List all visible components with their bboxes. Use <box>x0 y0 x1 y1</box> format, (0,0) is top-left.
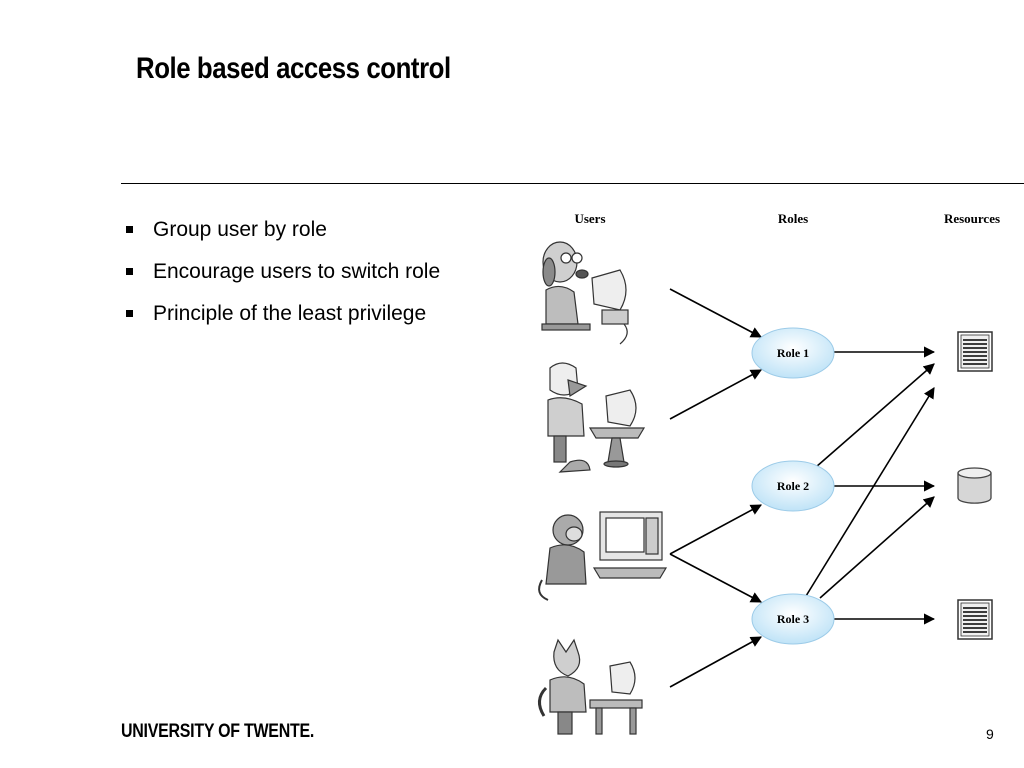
bird-user-icon <box>547 362 646 473</box>
dog-user-icon <box>541 241 629 345</box>
user-role-arrows <box>669 288 762 688</box>
arrow-user4-role3 <box>669 636 762 688</box>
rbac-diagram: Users Roles Resources Role 1 Role 2 Role… <box>538 211 1000 735</box>
square-bullet-icon <box>126 310 133 317</box>
arrow-user3-role3 <box>669 553 762 603</box>
slide-title: Role based access control <box>136 52 451 85</box>
role-label: Role 2 <box>777 479 809 493</box>
role-label: Role 1 <box>777 346 809 360</box>
bullet-item: Group user by role <box>126 214 440 256</box>
database-icon <box>957 467 992 504</box>
bullet-text: Principle of the least privilege <box>153 302 427 325</box>
document-icon <box>957 599 993 640</box>
page-number: 9 <box>986 726 994 742</box>
arrow-role3-res1 <box>805 387 935 597</box>
header-roles: Roles <box>778 211 808 226</box>
role-node: Role 2 <box>751 460 835 512</box>
arrow-user1-role1 <box>669 288 762 338</box>
cat-user-icon <box>538 638 643 735</box>
bullet-text: Group user by role <box>153 218 327 241</box>
header-users: Users <box>574 211 605 226</box>
bullet-text: Encourage users to switch role <box>153 260 441 283</box>
role-node: Role 1 <box>751 327 835 379</box>
square-bullet-icon <box>126 268 133 275</box>
arrow-role2-res1 <box>815 363 935 468</box>
role-node: Role 3 <box>751 593 835 645</box>
role-label: Role 3 <box>777 612 809 626</box>
title-divider <box>121 183 1024 184</box>
arrow-role3-res2 <box>819 496 935 599</box>
monkey-user-icon <box>538 511 668 601</box>
bullet-item: Principle of the least privilege <box>126 298 440 340</box>
header-resources: Resources <box>944 211 1000 226</box>
square-bullet-icon <box>126 226 133 233</box>
arrow-user2-role1 <box>669 369 762 420</box>
university-logo: UNIVERSITY OF TWENTE. <box>121 721 315 742</box>
role-resource-arrows <box>805 346 936 625</box>
bullet-item: Encourage users to switch role <box>126 256 440 298</box>
bullet-list: Group user by role Encourage users to sw… <box>126 214 440 340</box>
arrow-user3-role2 <box>669 504 762 555</box>
document-icon <box>957 331 993 372</box>
